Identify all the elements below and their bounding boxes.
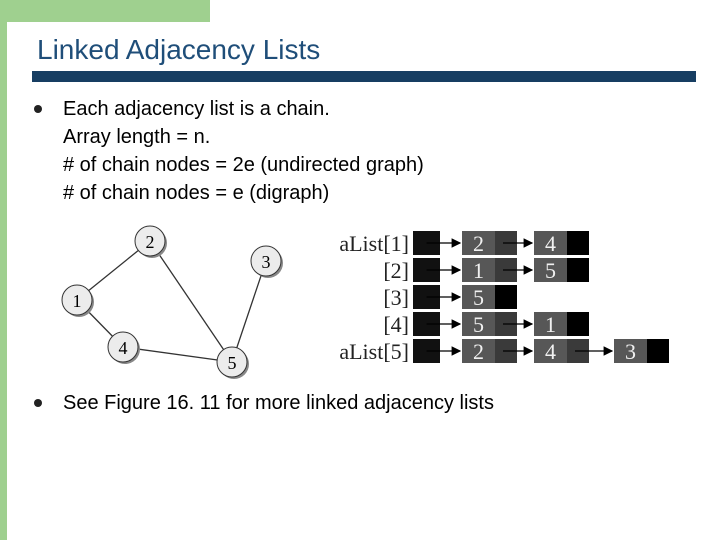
chain-node-value-3-1 <box>462 285 495 309</box>
chain-node-next-2-2 <box>567 258 589 282</box>
chain-node-label-5-3: 3 <box>625 339 636 364</box>
vertex-5 <box>216 346 248 378</box>
graph-edge-1-2 <box>76 240 151 301</box>
vertex-4 <box>107 331 139 363</box>
chain-node-value-4-2 <box>534 312 567 336</box>
graph-edge-5-3 <box>231 260 267 363</box>
vertex-1 <box>61 284 93 316</box>
vertex-label-1: 1 <box>73 291 82 311</box>
title-rule <box>32 71 696 82</box>
chain-node-value-5-1 <box>462 339 495 363</box>
bullet-marker-1 <box>34 105 42 113</box>
graph-edge-2-5 <box>149 240 233 363</box>
bullet-marker-2 <box>34 399 42 407</box>
chain-node-value-1-1 <box>462 231 495 255</box>
bullet-line-1: Each adjacency list is a chain. <box>63 98 330 120</box>
chain-node-label-2-2: 5 <box>545 258 556 283</box>
array-label-5: aList[5] <box>339 339 409 364</box>
vertex-label-4: 4 <box>119 338 128 358</box>
bullet-see-figure: See Figure 16. 11 for more linked adjace… <box>63 392 494 414</box>
chain-node-label-4-2: 1 <box>545 312 556 337</box>
vertex-label-3: 3 <box>262 252 271 272</box>
chain-node-value-2-1 <box>462 258 495 282</box>
chain-node-value-5-2 <box>534 339 567 363</box>
array-label-3: [3] <box>383 285 409 310</box>
chain-node-value-1-2 <box>534 231 567 255</box>
chain-node-next-4-2 <box>567 312 589 336</box>
chain-node-next-1-2 <box>567 231 589 255</box>
vertex-2 <box>134 225 166 257</box>
chain-node-label-4-1: 5 <box>473 312 484 337</box>
array-label-4: [4] <box>383 312 409 337</box>
graph-edge-4-5 <box>122 346 233 363</box>
array-label-2: [2] <box>383 258 409 283</box>
bullet-line-2: Array length = n. <box>63 126 211 148</box>
chain-node-label-3-1: 5 <box>473 285 484 310</box>
chain-node-label-5-2: 4 <box>545 339 556 364</box>
chain-node-value-4-1 <box>462 312 495 336</box>
chain-node-value-2-2 <box>534 258 567 282</box>
slide-title: Linked Adjacency Lists <box>37 34 321 65</box>
left-accent-bar <box>0 0 7 540</box>
chain-node-label-5-1: 2 <box>473 339 484 364</box>
chain-node-next-3-1 <box>495 285 517 309</box>
array-label-1: aList[1] <box>339 231 409 256</box>
bullet-line-3: # of chain nodes = 2e (undirected graph) <box>63 154 424 176</box>
chain-node-label-2-1: 1 <box>473 258 484 283</box>
top-accent-bar <box>0 0 210 22</box>
chain-node-next-5-3 <box>647 339 669 363</box>
vertex-label-5: 5 <box>228 353 237 373</box>
vertex-3 <box>250 245 282 277</box>
chain-node-label-1-1: 2 <box>473 231 484 256</box>
vertex-label-2: 2 <box>146 232 155 252</box>
chain-node-label-1-2: 4 <box>545 231 556 256</box>
chain-node-value-5-3 <box>614 339 647 363</box>
bullet-line-4: # of chain nodes = e (digraph) <box>63 182 330 204</box>
